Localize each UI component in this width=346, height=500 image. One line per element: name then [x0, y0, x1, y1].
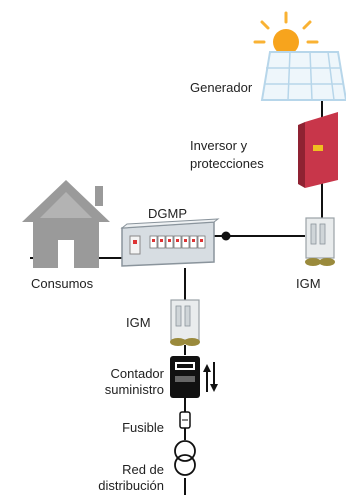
grid-label-line2: distribución — [98, 478, 164, 493]
igm-bottom-label: IGM — [126, 315, 151, 330]
wiring — [30, 100, 323, 495]
junction-dot — [221, 231, 231, 241]
inverter-label-line2: protecciones — [190, 156, 264, 171]
fuse-icon — [179, 411, 191, 429]
generator-label: Generador — [190, 80, 253, 95]
house-icon — [22, 180, 110, 268]
igm-right-label: IGM — [296, 276, 321, 291]
meter-label-line2: suministro — [104, 382, 164, 397]
meter-label-line1: Contador — [110, 366, 164, 381]
breaker-switch-icon — [305, 217, 335, 266]
sun-icon — [253, 11, 319, 55]
bidirectional-arrow-icon — [203, 362, 218, 392]
dgmp-label: DGMP — [148, 206, 187, 221]
breaker-switch-icon — [170, 299, 200, 346]
consumos-label: Consumos — [31, 276, 94, 291]
meter-icon — [170, 356, 200, 398]
grid-label-line1: Red de — [122, 462, 164, 477]
solar-panel-icon — [260, 51, 346, 101]
transformer-icon — [174, 440, 196, 476]
inverter-label-line1: Inversor y — [190, 138, 248, 153]
fuse-label: Fusible — [122, 420, 164, 435]
distribution-panel-icon — [120, 218, 220, 267]
inverter-icon — [298, 112, 338, 188]
